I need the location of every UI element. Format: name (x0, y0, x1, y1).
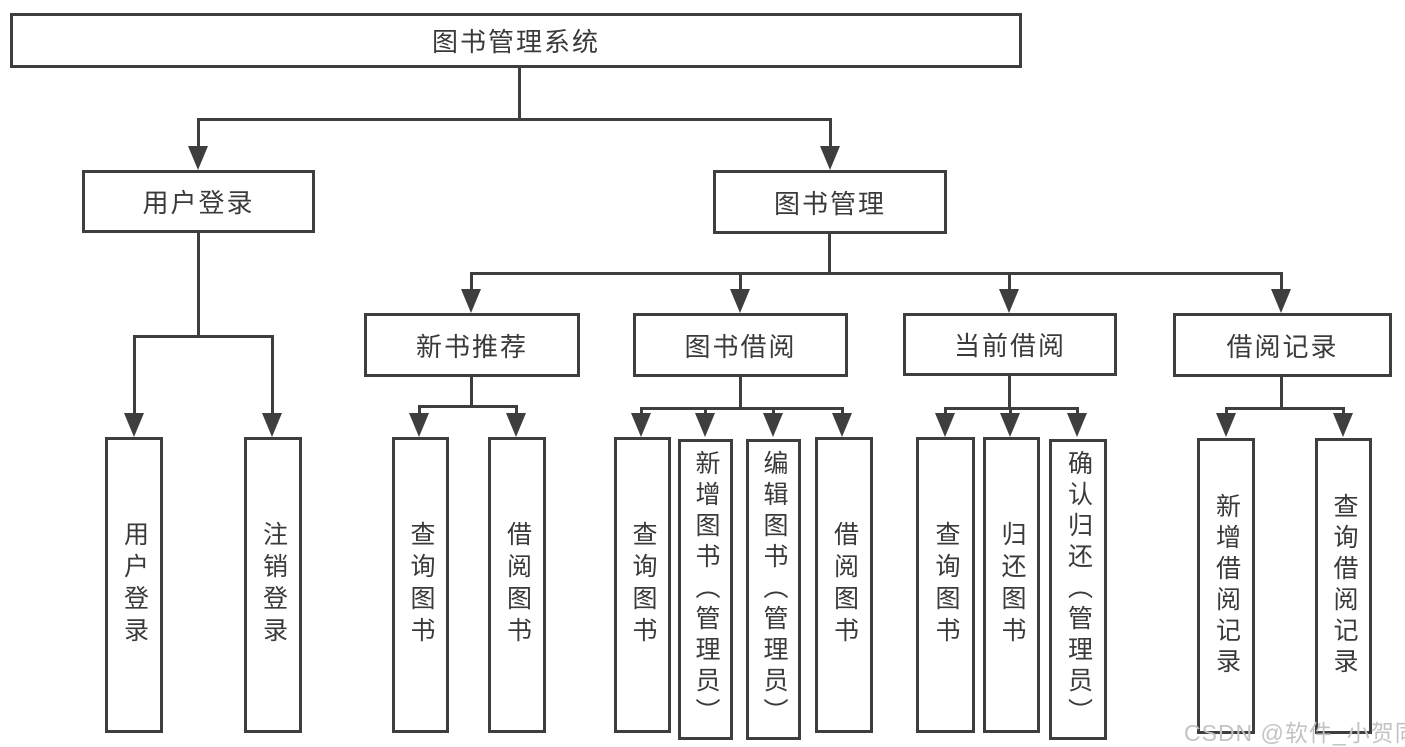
leaf-query-borrow-record: 查询借阅记录 (1315, 438, 1372, 734)
connector-arrowhead (820, 146, 840, 170)
connector-line (739, 377, 742, 407)
connector-line (133, 335, 136, 415)
node-book-borrowing: 图书借阅 (633, 313, 848, 377)
leaf-confirm-return-admin: 确认归还（管理员） (1049, 439, 1107, 740)
connector-arrowhead (832, 413, 852, 437)
connector-arrowhead (262, 413, 282, 437)
leaf-add-books-admin: 新增图书（管理员） (678, 439, 733, 740)
leaf-logout: 注销登录 (244, 437, 302, 733)
leaf-user-login: 用户登录 (105, 437, 163, 733)
node-current-borrowing: 当前借阅 (903, 313, 1117, 376)
connector-arrowhead (1333, 413, 1353, 437)
connector-line (772, 407, 775, 415)
connector-arrowhead (631, 413, 651, 437)
leaf-query-books-recommend: 查询图书 (392, 437, 449, 733)
connector-line (829, 118, 832, 150)
node-library-management-system: 图书管理系统 (10, 13, 1022, 68)
connector-arrowhead (409, 413, 429, 437)
connector-arrowhead (695, 413, 715, 437)
connector-line (1225, 407, 1345, 410)
connector-line (197, 118, 832, 121)
connector-line (640, 407, 643, 415)
connector-line (1009, 407, 1012, 415)
node-user-login: 用户登录 (82, 170, 315, 233)
leaf-query-books-borrowing: 查询图书 (614, 437, 671, 733)
connector-line (470, 272, 1283, 275)
connector-arrowhead (935, 413, 955, 437)
connector-line (640, 407, 844, 410)
connector-arrowhead (506, 413, 526, 437)
connector-line (828, 234, 831, 272)
connector-line (704, 407, 707, 415)
connector-line (197, 118, 200, 150)
connector-line (470, 377, 473, 405)
connector-line (944, 407, 947, 415)
connector-arrowhead (730, 289, 750, 313)
connector-line (197, 233, 200, 335)
connector-line (1342, 407, 1345, 415)
connector-line (739, 272, 742, 291)
leaf-return-books: 归还图书 (983, 437, 1040, 733)
connector-arrowhead (1216, 413, 1236, 437)
connector-arrowhead (461, 289, 481, 313)
node-book-management: 图书管理 (713, 170, 947, 234)
connector-arrowhead (1067, 413, 1087, 437)
connector-line (418, 405, 517, 408)
connector-arrowhead (1000, 413, 1020, 437)
connector-line (841, 407, 844, 415)
csdn-watermark: CSDN @软件_小贺同学 (1184, 720, 1405, 746)
leaf-add-borrow-record: 新增借阅记录 (1197, 438, 1255, 734)
connector-line (1225, 407, 1228, 415)
connector-line (418, 405, 421, 415)
leaf-edit-books-admin: 编辑图书（管理员） (746, 439, 801, 740)
connector-line (133, 335, 274, 338)
leaf-query-books-current: 查询图书 (916, 437, 975, 733)
connector-arrowhead (999, 289, 1019, 313)
connector-line (1280, 377, 1283, 407)
connector-line (271, 335, 274, 415)
connector-arrowhead (124, 413, 144, 437)
connector-line (515, 405, 518, 415)
connector-line (518, 68, 521, 118)
node-borrowing-records: 借阅记录 (1173, 313, 1392, 377)
connector-line (1008, 376, 1011, 407)
connector-line (1280, 272, 1283, 291)
connector-line (1076, 407, 1079, 415)
connector-arrowhead (1271, 289, 1291, 313)
leaf-borrow-books-recommend: 借阅图书 (488, 437, 546, 733)
connector-arrowhead (763, 413, 783, 437)
connector-line (1008, 272, 1011, 291)
leaf-borrow-books-borrowing: 借阅图书 (815, 437, 873, 733)
connector-line (470, 272, 473, 291)
connector-arrowhead (188, 146, 208, 170)
node-new-book-recommendation: 新书推荐 (364, 313, 580, 377)
